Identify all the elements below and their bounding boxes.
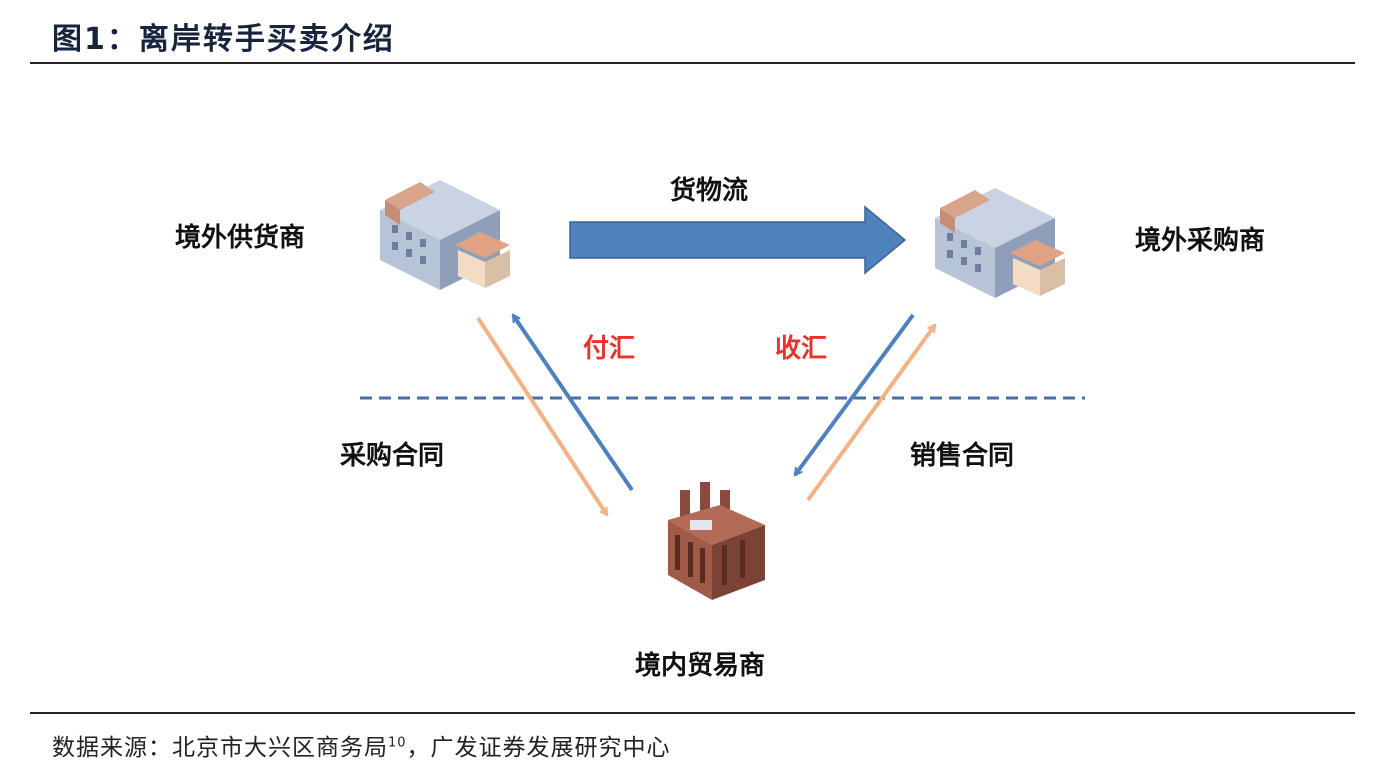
- sales-contract-arrow: [806, 325, 937, 502]
- goods-flow-label: 货物流: [670, 176, 749, 206]
- purchase-contract-arrow: [476, 316, 609, 515]
- supplier-building-icon: [380, 180, 510, 290]
- trader-factory-icon: [668, 482, 765, 600]
- source-text-2: ，广发证券发展研究中心: [406, 735, 671, 761]
- source-ref: 10: [388, 735, 407, 751]
- payment-label: 付汇: [583, 334, 636, 364]
- trader-label: 境内贸易商: [635, 651, 766, 681]
- receipt-label: 收汇: [775, 334, 828, 364]
- figure-title: 图1：离岸转手买卖介绍: [52, 22, 395, 57]
- sales-contract-label: 销售合同: [910, 441, 1015, 471]
- buyer-building-icon: [935, 188, 1065, 298]
- receipt-arrow: [793, 313, 915, 475]
- buyer-label: 境外采购商: [1135, 226, 1266, 256]
- purchase-contract-label: 采购合同: [340, 441, 445, 471]
- source-text: 数据来源：北京市大兴区商务局: [52, 735, 388, 761]
- bottom-rule: [30, 712, 1355, 714]
- goods-flow-arrow: [569, 205, 907, 275]
- source-note: 数据来源：北京市大兴区商务局10，广发证券发展研究中心: [52, 728, 671, 762]
- payment-arrow: [511, 315, 634, 492]
- supplier-label: 境外供货商: [175, 223, 306, 253]
- top-rule: [30, 62, 1355, 64]
